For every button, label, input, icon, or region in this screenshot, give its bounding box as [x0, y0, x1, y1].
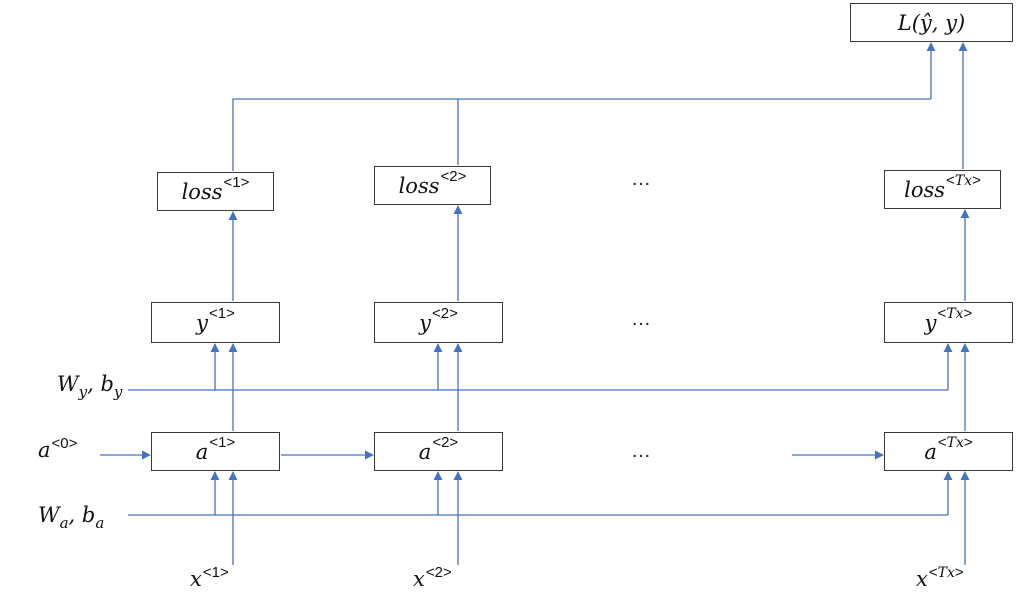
- x-tx-sup: <Tx>: [928, 564, 964, 581]
- wy-w: W: [57, 372, 79, 396]
- wa-w-sub: a: [59, 514, 69, 532]
- loss-box-tx: loss<Tx>: [884, 170, 1001, 209]
- wy-b: b: [100, 372, 114, 396]
- y-tx-base: y: [924, 310, 937, 335]
- y-tx-sup: <Tx>: [937, 305, 973, 322]
- ellipsis-loss-row: …: [631, 168, 651, 190]
- a-box-2: a<2>: [374, 432, 503, 471]
- wy-by-label: Wy, by: [57, 372, 122, 401]
- x-label-2: x<2>: [413, 564, 452, 591]
- x-1-base: x: [190, 567, 202, 591]
- x-1-sup: <1>: [202, 564, 229, 581]
- a0-label: a<0>: [38, 435, 78, 462]
- a-box-tx: a<Tx>: [884, 432, 1013, 471]
- wa-ba-label: Wa, ba: [38, 503, 104, 532]
- wy-sep: ,: [87, 372, 101, 396]
- ellipsis-y-row: …: [631, 308, 651, 330]
- a-2-sup: <2>: [432, 434, 459, 451]
- wy-b-sub: y: [113, 383, 123, 401]
- loss-2-sup: <2>: [440, 168, 467, 185]
- x-label-1: x<1>: [190, 564, 229, 591]
- a0-base: a: [38, 438, 51, 462]
- wa-b: b: [81, 503, 96, 527]
- loss-tx-base: loss: [904, 177, 946, 202]
- a-tx-sup: <Tx>: [937, 434, 973, 451]
- y-box-2: y<2>: [374, 302, 503, 343]
- loss-2-base: loss: [398, 173, 440, 198]
- y-2-base: y: [419, 310, 431, 335]
- y-1-sup: <1>: [209, 305, 235, 322]
- loss-tx-sup: <Tx>: [946, 172, 981, 189]
- y-box-tx: y<Tx>: [884, 302, 1013, 343]
- wa-b-sub: a: [95, 514, 105, 532]
- wa-sep: ,: [68, 503, 82, 527]
- x-label-tx: x<Tx>: [916, 564, 964, 591]
- loss-box-1: loss<1>: [157, 172, 274, 211]
- y-1-base: y: [196, 310, 208, 335]
- a-box-1: a<1>: [151, 432, 280, 471]
- x-2-sup: <2>: [425, 564, 452, 581]
- a-1-base: a: [195, 439, 209, 464]
- a-2-base: a: [418, 439, 432, 464]
- total-loss-box: L(ŷ, y): [850, 3, 1013, 42]
- y-box-1: y<1>: [151, 302, 280, 343]
- loss1-up: [232, 98, 931, 171]
- x-2-base: x: [413, 567, 425, 591]
- a0-sup: <0>: [51, 435, 78, 452]
- a-1-sup: <1>: [209, 434, 236, 451]
- total-loss-label: L(ŷ, y): [897, 10, 966, 35]
- x-tx-base: x: [916, 567, 928, 591]
- a-tx-base: a: [924, 439, 937, 464]
- y-2-sup: <2>: [432, 305, 458, 322]
- loss-1-sup: <1>: [223, 174, 250, 191]
- loss-box-2: loss<2>: [374, 166, 491, 205]
- wy-w-sub: y: [78, 383, 88, 401]
- loss-1-base: loss: [181, 179, 223, 204]
- ellipsis-a-row: …: [631, 440, 651, 462]
- wa-w: W: [38, 503, 60, 527]
